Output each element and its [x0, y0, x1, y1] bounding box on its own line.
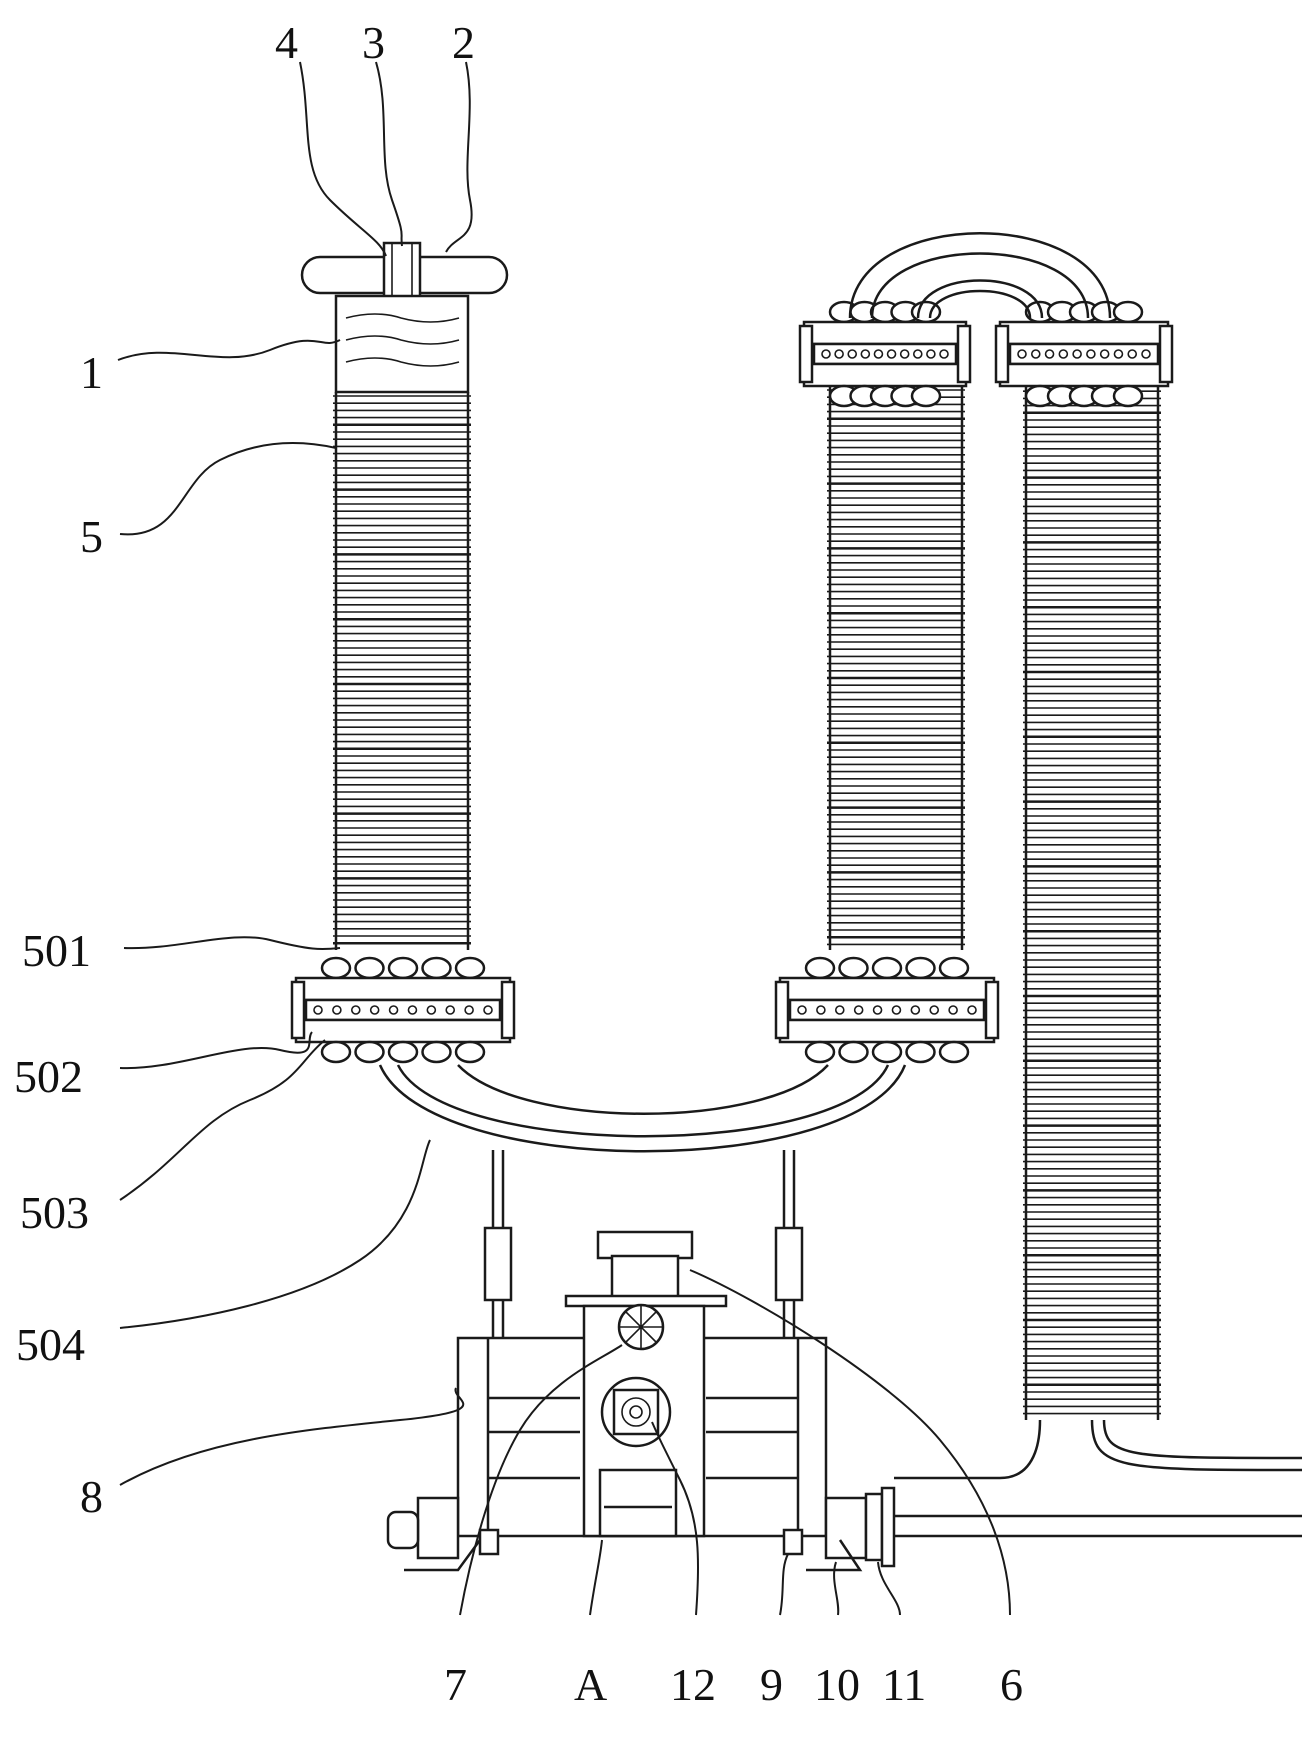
callout-labels: 4 3 2 1 5 501 502 503 504 8 7 A 12 9 10 …	[14, 17, 1023, 1710]
callout-6: 6	[1000, 1659, 1023, 1710]
leader-lines	[117, 61, 1011, 1616]
top-handle	[300, 241, 509, 305]
callout-501: 501	[22, 925, 91, 976]
bottom-rail	[386, 1419, 1302, 1572]
callout-1: 1	[80, 347, 103, 398]
callout-11: 11	[882, 1659, 926, 1710]
callout-7: 7	[444, 1659, 467, 1710]
main-housing	[456, 1303, 828, 1538]
callout-5: 5	[80, 511, 103, 562]
callout-8: 8	[80, 1471, 103, 1522]
callout-9: 9	[760, 1659, 783, 1710]
callout-3: 3	[362, 17, 385, 68]
left-top-cap	[334, 294, 470, 394]
support-rods	[483, 1150, 804, 1340]
top-return-bend	[848, 232, 1112, 319]
callout-2: 2	[452, 17, 475, 68]
callout-10: 10	[814, 1659, 860, 1710]
callout-A: A	[574, 1659, 607, 1710]
right-bellows-column	[1023, 380, 1161, 1420]
callout-504: 504	[16, 1319, 85, 1370]
flange-assemblies	[290, 300, 1174, 1064]
u-bend-pipe	[378, 1064, 907, 1153]
middle-bellows-column	[827, 386, 965, 950]
left-bellows-column	[333, 392, 471, 950]
callout-502: 502	[14, 1051, 83, 1102]
callout-4: 4	[275, 17, 298, 68]
callout-503: 503	[20, 1187, 89, 1238]
callout-12: 12	[670, 1659, 716, 1710]
center-mount	[564, 1230, 728, 1308]
